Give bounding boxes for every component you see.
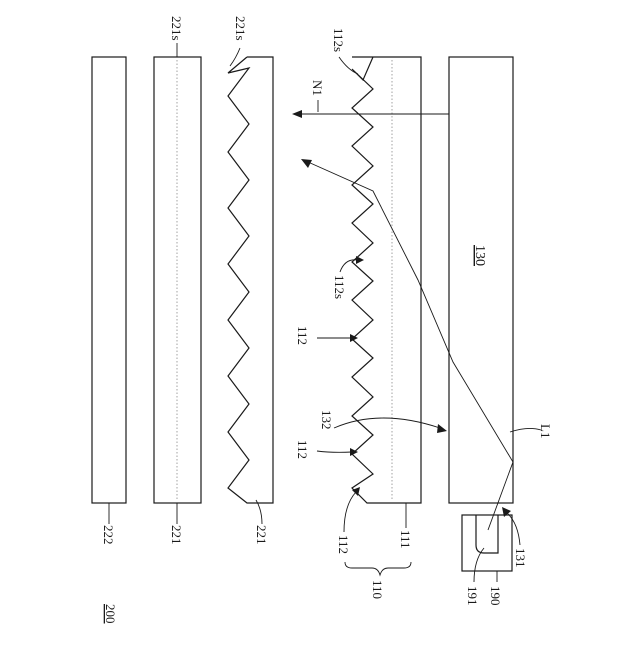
label-221-flat: 221 [169,525,184,545]
label-111: 111 [398,530,413,549]
label-132: 132 [319,410,334,430]
layer-221-flat [154,57,201,503]
prism-layer-221 [228,57,273,503]
leader-112-lower [317,451,352,452]
brace-110 [345,562,411,575]
label-n1: N1 [310,80,325,96]
leader-131 [506,512,520,545]
ray-l1 [308,162,513,530]
leader-132-arrow [437,424,447,433]
label-130: 130 [472,245,487,266]
label-112-bottom: 112 [336,535,351,554]
label-131: 131 [513,548,528,568]
leader-132 [334,418,440,428]
leader-112-bottom [344,492,356,532]
label-l1: L1 [538,424,553,438]
leader-l1 [510,428,541,432]
prism-film-110 [352,57,421,503]
label-190: 190 [488,586,503,606]
light-guide-130 [449,57,513,503]
label-221-prism: 221 [254,525,269,545]
label-221s-prism: 221s [233,16,248,41]
label-112s-mid: 112s [332,275,347,299]
label-221s-flat: 221s [169,16,184,41]
ray-n1-arrowhead [292,110,302,118]
label-222: 222 [101,525,116,545]
label-112s-top: 112s [331,28,346,52]
led-191 [476,515,498,553]
leader-221s-prism [230,48,240,66]
label-112-upper: 112 [295,326,310,345]
label-191: 191 [465,586,480,606]
layer-222 [92,57,126,503]
leader-112s-mid-arrow [356,256,364,264]
label-110: 110 [370,580,385,599]
figure-number-200: 200 [103,604,118,624]
label-112-lower: 112 [295,440,310,459]
leader-112s-mid [340,260,358,272]
light-source-190 [462,515,512,571]
